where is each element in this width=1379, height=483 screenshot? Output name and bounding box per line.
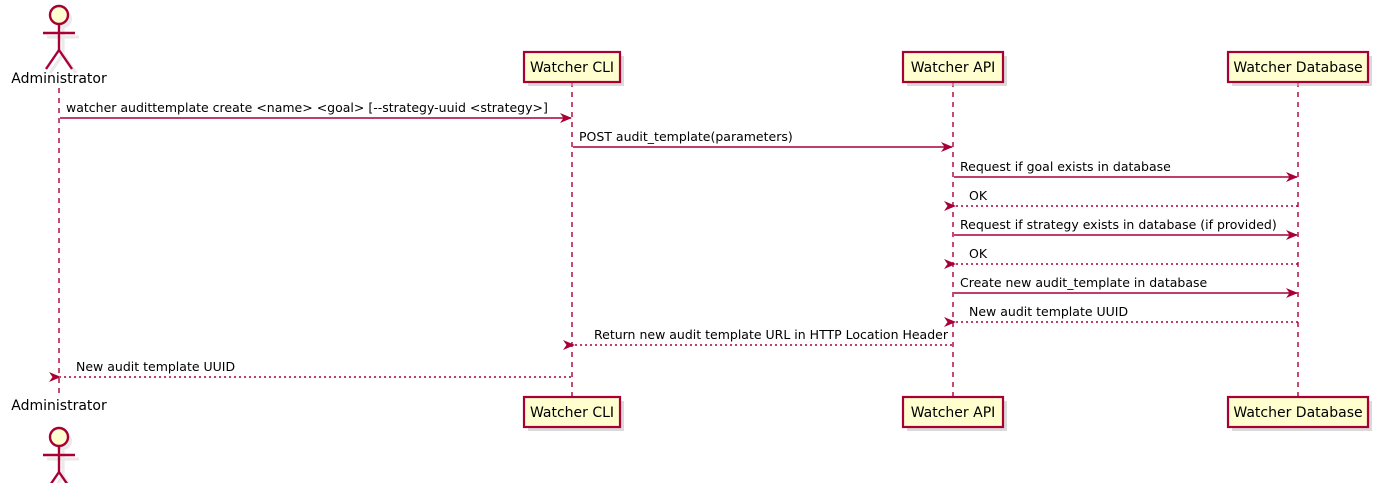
message-label-8: Return new audit template URL in HTTP Lo… <box>594 327 949 342</box>
message-label-7: New audit template UUID <box>969 304 1128 319</box>
message-0-administrator-to-watcher-cli[interactable]: watcher audittemplate create <name> <goa… <box>60 100 572 123</box>
participant-box-watcher-api-bottom[interactable]: Watcher API <box>901 395 1007 431</box>
participant-label-watcher-database: Watcher Database <box>1233 405 1362 421</box>
participant-label-watcher-cli: Watcher CLI <box>530 60 614 76</box>
message-7-watcher-database-to-watcher-api[interactable]: New audit template UUID <box>944 304 1298 327</box>
actor-figure-administrator[interactable] <box>43 426 79 483</box>
message-8-watcher-api-to-watcher-cli[interactable]: Return new audit template URL in HTTP Lo… <box>563 327 952 350</box>
message-9-watcher-cli-to-administrator[interactable]: New audit template UUID <box>49 359 571 382</box>
message-2-watcher-api-to-watcher-database[interactable]: Request if goal exists in database <box>954 159 1298 182</box>
participant-label-watcher-api: Watcher API <box>911 60 996 76</box>
message-label-0: watcher audittemplate create <name> <goa… <box>66 100 548 115</box>
participant-box-watcher-api-top[interactable]: Watcher API <box>901 50 1007 86</box>
message-6-watcher-api-to-watcher-database[interactable]: Create new audit_template in database <box>954 275 1298 298</box>
participant-label-watcher-database: Watcher Database <box>1233 60 1362 76</box>
messages-group: watcher audittemplate create <name> <goa… <box>49 100 1298 382</box>
message-label-4: Request if strategy exists in database (… <box>960 217 1277 232</box>
message-3-watcher-database-to-watcher-api[interactable]: OK <box>944 188 1298 211</box>
message-label-1: POST audit_template(parameters) <box>579 129 793 144</box>
message-5-watcher-database-to-watcher-api[interactable]: OK <box>944 246 1298 269</box>
message-label-2: Request if goal exists in database <box>960 159 1171 174</box>
participant-boxes-group: Watcher CLI Watcher CLI Watcher API Watcher… <box>522 50 1372 431</box>
message-label-9: New audit template UUID <box>76 359 235 374</box>
actor-figure-administrator[interactable] <box>43 4 79 74</box>
actor-label-administrator-bottom: Administrator <box>11 398 107 414</box>
message-1-watcher-cli-to-watcher-api[interactable]: POST audit_template(parameters) <box>573 129 953 152</box>
actor-label-administrator-top: Administrator <box>11 71 107 87</box>
participant-box-watcher-cli-bottom[interactable]: Watcher CLI <box>522 395 624 431</box>
message-label-6: Create new audit_template in database <box>960 275 1207 290</box>
message-label-5: OK <box>969 246 988 261</box>
participant-label-watcher-cli: Watcher CLI <box>530 405 614 421</box>
participant-box-watcher-database-bottom[interactable]: Watcher Database <box>1226 395 1372 431</box>
participant-box-watcher-cli-top[interactable]: Watcher CLI <box>522 50 624 86</box>
message-label-3: OK <box>969 188 988 203</box>
message-4-watcher-api-to-watcher-database[interactable]: Request if strategy exists in database (… <box>954 217 1298 240</box>
participant-box-watcher-database-top[interactable]: Watcher Database <box>1226 50 1372 86</box>
participant-label-watcher-api: Watcher API <box>911 405 996 421</box>
